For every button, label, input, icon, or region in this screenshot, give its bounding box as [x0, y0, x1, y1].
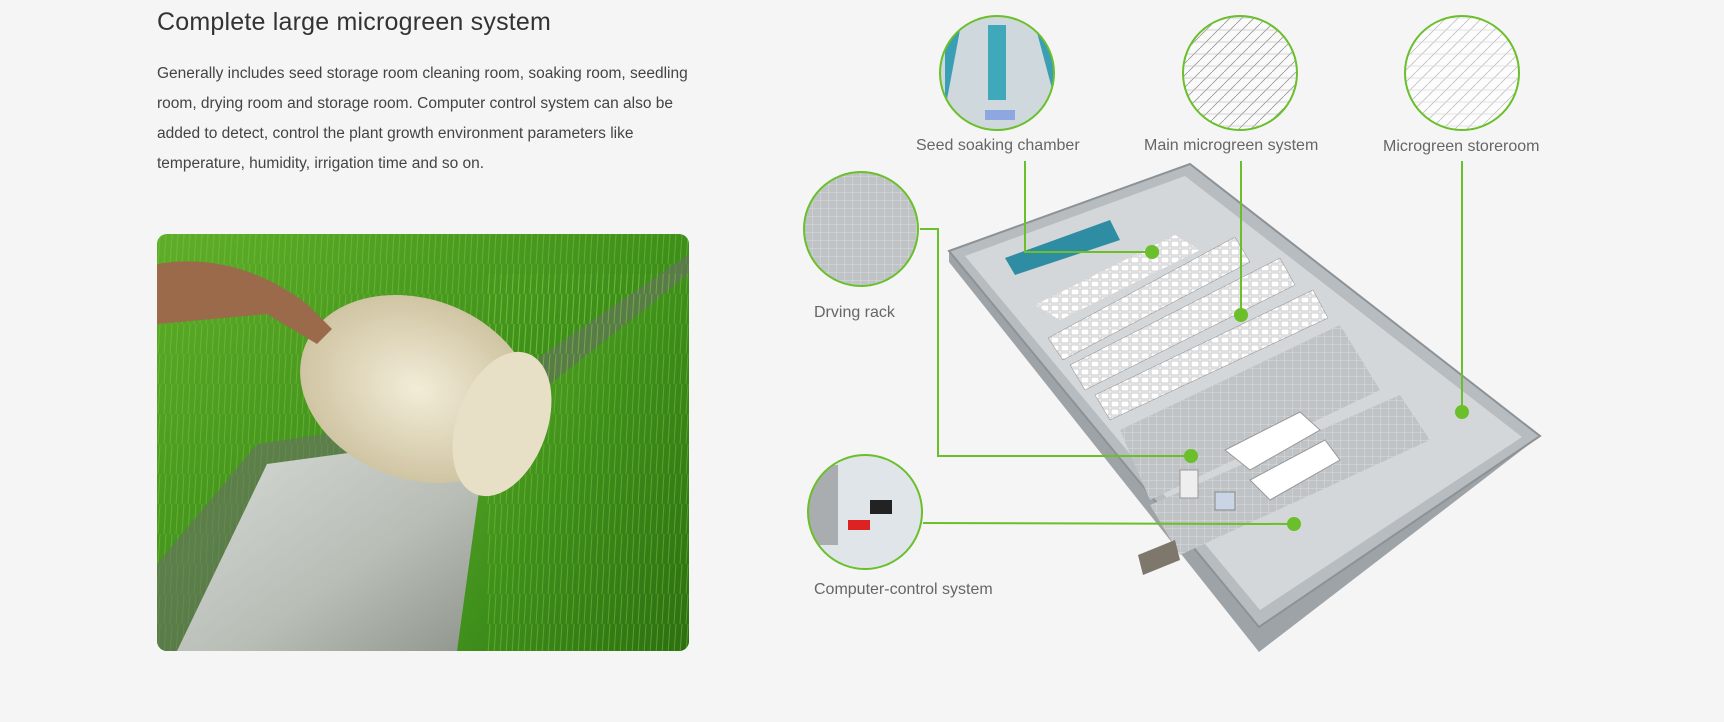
- seed-soaking-thumbnail: [939, 15, 1055, 131]
- connector-dots: [1145, 245, 1469, 531]
- label-computer-control-system: Computer-control system: [814, 581, 993, 598]
- label-main-microgreen-system: Main microgreen system: [1144, 137, 1319, 154]
- section-description: Generally includes seed storage room cle…: [157, 65, 688, 172]
- microgreen-facility-diagram: Seed soaking chamber Main microgreen sys…: [780, 0, 1724, 722]
- microgreen-mat-photo: [157, 234, 689, 651]
- storeroom-thumbnail: [1404, 15, 1520, 131]
- drying-rack-thumbnail: [803, 171, 919, 287]
- building-floorplan: [947, 162, 1542, 652]
- label-drying-rack: Drving rack: [814, 304, 895, 321]
- computer-control-thumbnail: [807, 454, 923, 570]
- connector-lines: [920, 161, 1463, 525]
- label-microgreen-storeroom: Microgreen storeroom: [1383, 138, 1540, 155]
- main-system-thumbnail: [1182, 15, 1298, 131]
- label-seed-soaking-chamber: Seed soaking chamber: [916, 137, 1080, 154]
- section-title: Complete large microgreen system: [157, 8, 552, 36]
